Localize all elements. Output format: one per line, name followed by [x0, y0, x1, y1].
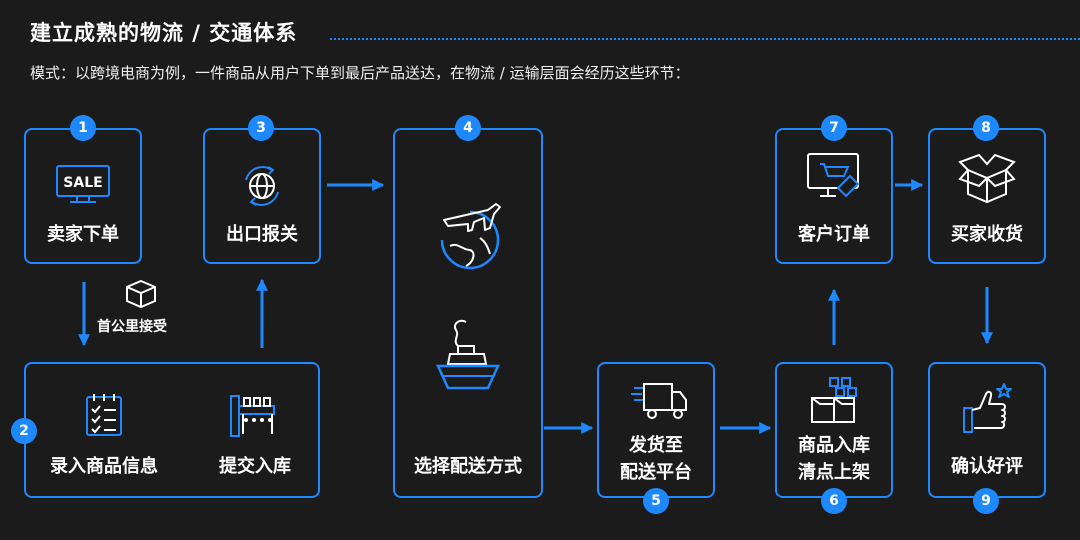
cart-order-icon — [807, 153, 860, 198]
monitor-sale-icon: SALE — [56, 165, 110, 203]
plane-earth-icon — [440, 203, 501, 270]
warehouse-icon — [230, 395, 275, 437]
step-9-label: 确认好评 — [951, 456, 1023, 477]
checklist-icon — [86, 394, 122, 436]
first-mile-label: 首公里接受 — [97, 319, 167, 335]
step-5-label-line1: 发货至 — [629, 435, 683, 456]
step-7-label: 客户订单 — [798, 224, 870, 245]
step-1-label: 卖家下单 — [47, 224, 119, 245]
page-title: 建立成熟的物流 / 交通体系 — [30, 21, 298, 45]
step-6-label-line1: 商品入库 — [798, 435, 870, 456]
truck-icon — [631, 383, 687, 419]
step-2-label-b: 提交入库 — [219, 456, 291, 477]
step-2-badge: 2 — [11, 418, 37, 444]
step-8-label: 买家收货 — [951, 224, 1023, 245]
thumbs-up-icon — [963, 383, 1012, 433]
step-3-badge: 3 — [248, 115, 274, 141]
step-7-badge: 7 — [821, 115, 847, 141]
step-5-label-line2: 配送平台 — [620, 462, 692, 483]
step-5-badge: 5 — [643, 488, 669, 514]
ship-icon — [436, 319, 500, 390]
title-dotted-divider — [330, 38, 1080, 40]
step-4-label: 选择配送方式 — [414, 456, 522, 477]
step-9-badge: 9 — [973, 488, 999, 514]
storage-box-icon — [811, 377, 857, 423]
sale-sign: SALE — [63, 175, 102, 191]
step-1-badge: 1 — [70, 115, 96, 141]
step-4-badge: 4 — [455, 115, 481, 141]
globe-arrows-icon — [245, 166, 279, 206]
parcel-icon — [958, 153, 1016, 204]
step-3-label: 出口报关 — [226, 224, 298, 245]
step-6-label-line2: 清点上架 — [798, 462, 870, 483]
step-2-label-a: 录入商品信息 — [50, 456, 158, 477]
page-subtitle: 模式：以跨境电商为例，一件商品从用户下单到最后产品送达，在物流 / 运输层面会经… — [30, 64, 690, 82]
step-6-badge: 6 — [821, 488, 847, 514]
step-8-badge: 8 — [973, 115, 999, 141]
box-icon — [126, 279, 156, 309]
